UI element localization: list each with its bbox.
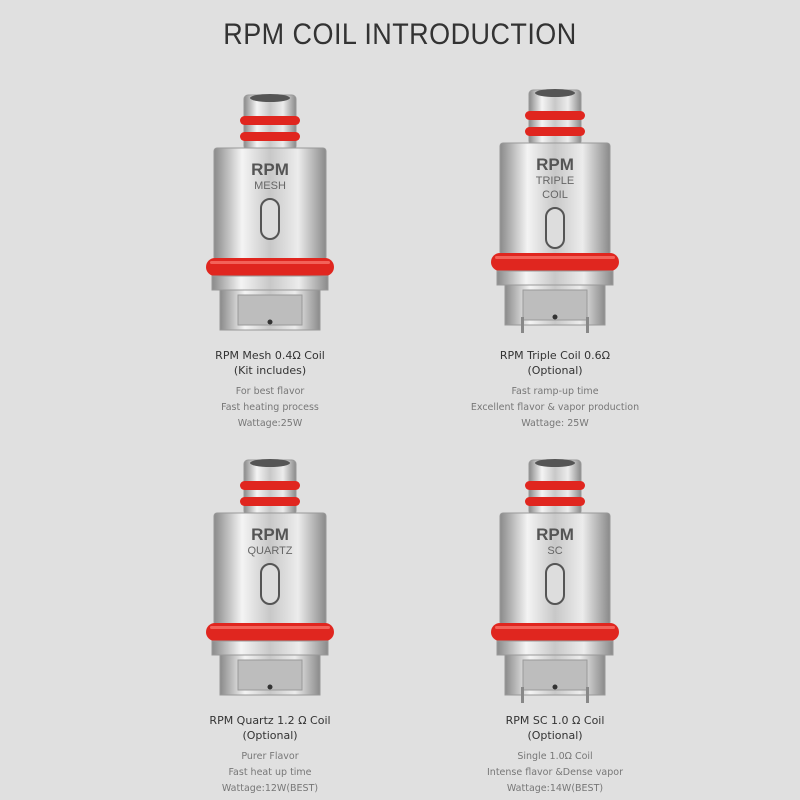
coil-window xyxy=(260,198,280,240)
coil-engraving: QUARTZ xyxy=(247,545,292,557)
coil-pin xyxy=(586,317,589,333)
coil-info-mesh: RPM Mesh 0.4Ω Coil (Kit includes) For be… xyxy=(120,348,420,432)
coil-base xyxy=(211,640,329,656)
coil-hole xyxy=(535,89,575,97)
coil-info-sc: RPM SC 1.0 Ω Coil (Optional) Single 1.0Ω… xyxy=(405,713,705,797)
o-ring-icon xyxy=(240,132,300,141)
coil-info-quartz: RPM Quartz 1.2 Ω Coil (Optional) Purer F… xyxy=(120,713,420,797)
coil-name: RPM Triple Coil 0.6Ω xyxy=(499,349,611,362)
coil-window xyxy=(260,563,280,605)
o-ring-icon xyxy=(525,111,585,120)
coil-name: RPM Mesh 0.4Ω Coil xyxy=(215,349,325,362)
coil-feature: Fast heating process xyxy=(221,402,319,413)
coil-engraving: RPM xyxy=(251,160,289,179)
coil-engraving: TRIPLE xyxy=(536,175,575,187)
coil-feature: Wattage:12W(BEST) xyxy=(221,783,319,794)
coil-engraving: COIL xyxy=(542,189,568,201)
coil-base xyxy=(496,270,614,286)
coil-feature: Intense flavor &Dense vapor xyxy=(487,767,623,778)
coil-hole xyxy=(535,459,575,467)
coil-feature: Wattage:14W(BEST) xyxy=(506,783,604,794)
coil-pin xyxy=(521,687,524,703)
coil-engraving: SC xyxy=(547,545,562,557)
o-ring-icon xyxy=(206,258,334,276)
coil-base xyxy=(211,275,329,291)
coil-pin xyxy=(521,317,524,333)
coil-feature: Wattage:25W xyxy=(237,418,303,429)
coil-feature: Wattage: 25W xyxy=(521,418,589,429)
coil-info-triple: RPM Triple Coil 0.6Ω (Optional) Fast ram… xyxy=(405,348,705,432)
coil-feature: Fast heat up time xyxy=(228,767,312,778)
coil-hole xyxy=(250,94,290,102)
coil-pin xyxy=(586,687,589,703)
coil-engraving: RPM xyxy=(536,525,574,544)
coil-pin xyxy=(267,684,273,690)
o-ring-icon xyxy=(525,481,585,490)
coil-name: RPM SC 1.0 Ω Coil xyxy=(505,714,605,727)
o-ring-icon xyxy=(491,253,619,271)
page-title: RPM COIL INTRODUCTION xyxy=(223,18,577,51)
coil-note: (Kit includes) xyxy=(233,364,307,377)
coil-window xyxy=(545,563,565,605)
coil-note: (Optional) xyxy=(242,729,298,742)
coil-hole xyxy=(250,459,290,467)
coil-feature: Single 1.0Ω Coil xyxy=(517,751,593,762)
coil-note: (Optional) xyxy=(527,364,583,377)
o-ring-icon xyxy=(240,497,300,506)
coil-window xyxy=(545,207,565,249)
coil-base xyxy=(496,640,614,656)
o-ring-icon xyxy=(525,497,585,506)
o-ring-icon xyxy=(525,127,585,136)
coil-feature: Excellent flavor & vapor production xyxy=(470,402,640,413)
coil-pin xyxy=(267,319,273,325)
coil-pin xyxy=(552,684,558,690)
o-ring-icon xyxy=(206,623,334,641)
coil-feature: Purer Flavor xyxy=(241,751,299,762)
coil-name: RPM Quartz 1.2 Ω Coil xyxy=(209,714,331,727)
coil-engraving: RPM xyxy=(251,525,289,544)
o-ring-icon xyxy=(240,481,300,490)
coil-feature: Fast ramp-up time xyxy=(511,386,599,397)
o-ring-icon xyxy=(491,623,619,641)
coil-pin xyxy=(552,314,558,320)
coil-feature: For best flavor xyxy=(235,386,305,397)
coil-engraving: RPM xyxy=(536,155,574,174)
coil-engraving: MESH xyxy=(254,180,286,192)
coil-note: (Optional) xyxy=(527,729,583,742)
o-ring-icon xyxy=(240,116,300,125)
